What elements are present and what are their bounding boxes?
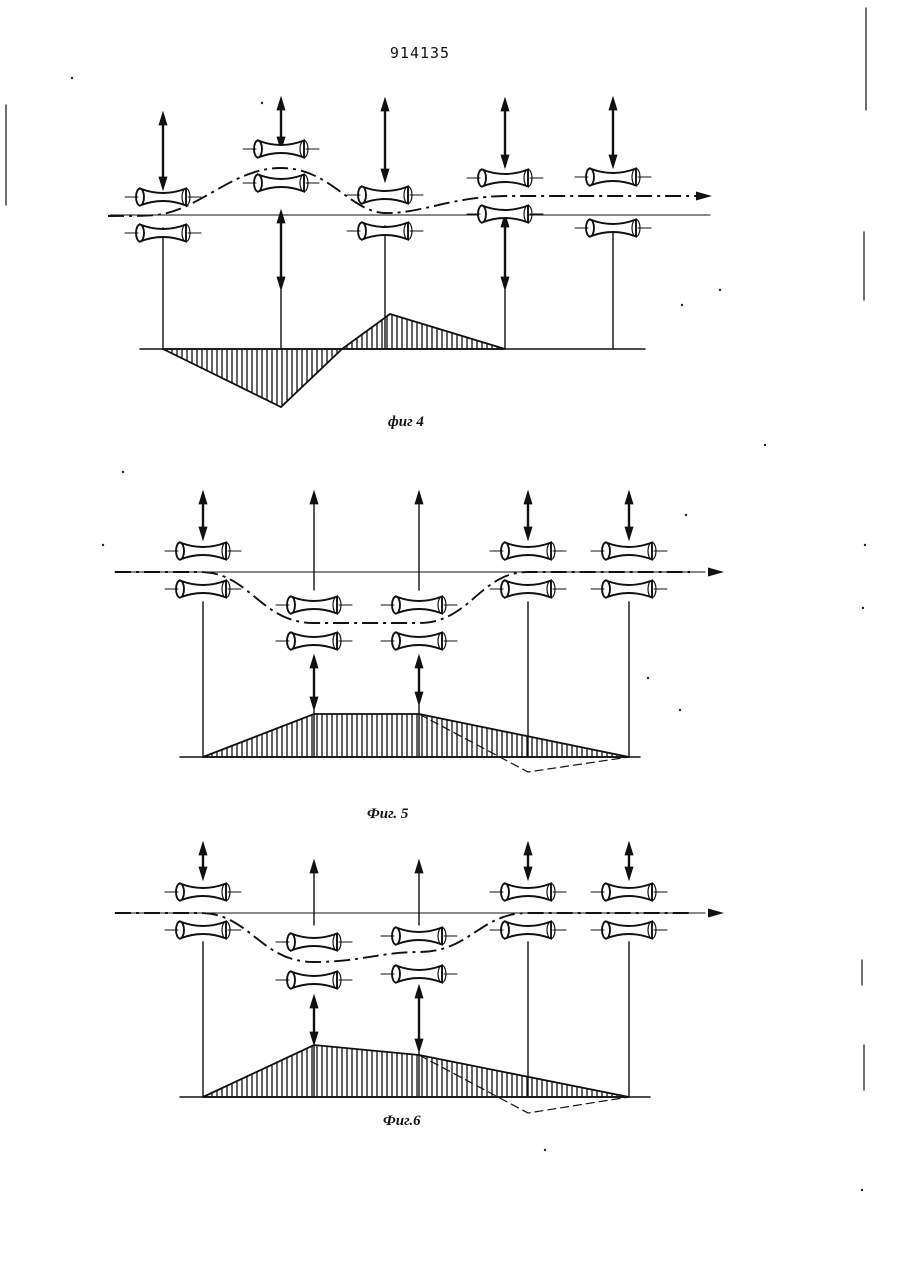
fig4-flow-arrow: [696, 192, 712, 201]
fig5-stand-1-arrow-head-down: [199, 527, 207, 540]
fig6-stand-5-arrow-head-up: [625, 842, 633, 855]
fig4-stand-4-upper-roll-body: [482, 170, 528, 187]
fig6-stand-2-arrow-bottom-head-down: [310, 1032, 318, 1045]
fig6-stand-2-arrow-bottom-head-up: [310, 995, 318, 1008]
fig4-stand-4-arrow-top-head-down: [501, 155, 509, 168]
fig4-stand-5-arrow-head-down: [609, 155, 617, 168]
scan-speck-11: [647, 677, 649, 679]
fig5-stand-2-arrow-bottom-head-up: [310, 655, 318, 668]
fig6-stand-5-lower-roll-body: [606, 922, 652, 939]
scan-speck-6: [122, 471, 124, 473]
scan-speck-2: [261, 102, 263, 104]
fig6-stand-3-arrow-bottom-head-down: [415, 1039, 423, 1052]
scan-speck-8: [685, 514, 687, 516]
scan-speck-13: [544, 1149, 546, 1151]
fig6-stand-4-arrow-head-down: [524, 867, 532, 880]
scan-speck-12: [679, 709, 681, 711]
scan-speck-3: [719, 289, 721, 291]
fig5-stand-3-arrow-bottom-head-up: [415, 655, 423, 668]
fig5-stand-5-arrow-head-up: [625, 491, 633, 504]
fig4-stand-2-arrow-bottom-head-down: [277, 277, 285, 290]
scan-speck-7: [102, 544, 104, 546]
fig5-stand-1-lower-roll-body: [180, 581, 226, 598]
fig5-stand-4-upper-roll-body: [505, 543, 551, 560]
fig4-stand-1-arrow-head-up: [159, 112, 167, 125]
fig6-moment-diagram: [203, 1045, 629, 1097]
figure-5-caption: Фиг. 5: [367, 806, 408, 823]
fig4-stand-5-upper-roll-body: [590, 169, 636, 186]
fig5-stand-5-arrow-head-down: [625, 527, 633, 540]
fig5-stand-5-upper-roll-body: [606, 543, 652, 560]
scan-speck-10: [862, 607, 864, 609]
fig6-stand-2-upper-roll-body: [291, 934, 337, 951]
fig6-stand-3-head-up: [415, 860, 423, 873]
fig5-stand-2-upper-roll-body: [291, 597, 337, 614]
fig4-stand-2-arrow-top-head-up: [277, 97, 285, 110]
scan-speck-1: [71, 77, 73, 79]
figure-4-diagram: [108, 97, 712, 407]
fig5-stand-3-head-up: [415, 491, 423, 504]
fig4-stand-2-arrow-bottom-head-up: [277, 210, 285, 223]
fig5-moment-diagram: [203, 714, 629, 757]
fig5-stand-3-upper-roll-body: [396, 597, 442, 614]
scan-speck-4: [681, 304, 683, 306]
fig6-stand-5-upper-roll-body: [606, 884, 652, 901]
fig6-stand-1-upper-roll-body: [180, 884, 226, 901]
fig6-stand-5-arrow-head-down: [625, 867, 633, 880]
fig6-stand-3-upper-roll-body: [396, 928, 442, 945]
figure-4-caption: фиг 4: [388, 414, 424, 431]
fig4-stand-4-arrow-top-head-up: [501, 98, 509, 111]
fig5-stand-1-arrow-head-up: [199, 491, 207, 504]
scan-speck-14: [861, 1189, 863, 1191]
fig6-stand-3-arrow-bottom-head-up: [415, 985, 423, 998]
fig6-stand-2-lower-roll-body: [291, 972, 337, 989]
fig6-stand-1-arrow-head-down: [199, 867, 207, 880]
scan-speck-5: [764, 444, 766, 446]
fig5-stand-2-head-up: [310, 491, 318, 504]
fig4-moment-positive: [342, 314, 505, 349]
fig4-moment-negative: [163, 349, 342, 407]
fig5-stand-4-lower-roll-body: [505, 581, 551, 598]
fig6-stand-1-lower-roll-body: [180, 922, 226, 939]
fig5-stand-4-arrow-head-up: [524, 491, 532, 504]
fig5-flow-arrow: [708, 568, 724, 577]
figure-6-diagram: [115, 842, 724, 1113]
fig6-stand-4-lower-roll-body: [505, 922, 551, 939]
fig6-stand-3-lower-roll-body: [396, 966, 442, 983]
fig4-stand-2-lower-roll-body: [258, 175, 304, 192]
fig5-stand-3-arrow-bottom-head-down: [415, 692, 423, 705]
fig4-stand-5-arrow-head-up: [609, 97, 617, 110]
fig5-stand-2-lower-roll-body: [291, 633, 337, 650]
fig6-stand-1-arrow-head-up: [199, 842, 207, 855]
fig5-stand-1-upper-roll-body: [180, 543, 226, 560]
fig6-stand-2-head-up: [310, 860, 318, 873]
fig6-flow-arrow: [708, 909, 724, 918]
fig4-stand-3-arrow-head-up: [381, 98, 389, 111]
figure-6-caption: Фиг.6: [383, 1113, 421, 1130]
fig5-stand-3-lower-roll-body: [396, 633, 442, 650]
fig4-stand-3-arrow-head-down: [381, 169, 389, 182]
fig6-stand-4-upper-roll-body: [505, 884, 551, 901]
fig4-stand-4-arrow-bottom-head-down: [501, 277, 509, 290]
scan-speck-9: [864, 544, 866, 546]
fig6-stand-4-arrow-head-up: [524, 842, 532, 855]
figure-5-diagram: [115, 491, 724, 772]
fig5-stand-4-arrow-head-down: [524, 527, 532, 540]
fig4-stand-1-arrow-head-down: [159, 177, 167, 190]
fig5-stand-2-arrow-bottom-head-down: [310, 697, 318, 710]
fig4-stand-3-upper-roll-body: [362, 187, 408, 204]
fig5-stand-5-lower-roll-body: [606, 581, 652, 598]
